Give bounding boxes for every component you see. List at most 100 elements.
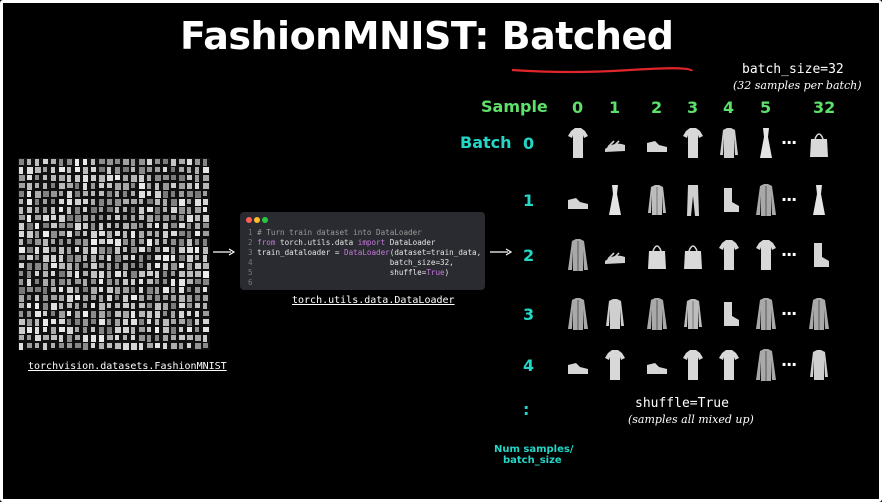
dataset-sample-thumbnail <box>163 255 169 261</box>
dataset-sample-thumbnail <box>67 295 73 302</box>
dataset-sample-thumbnail <box>155 263 160 268</box>
dataset-sample-thumbnail <box>35 335 41 341</box>
dataset-sample-thumbnail <box>99 199 104 206</box>
batch-row-3: 3 <box>523 305 535 324</box>
dataset-sample-thumbnail <box>75 191 80 197</box>
dataset-sample-thumbnail <box>99 263 104 268</box>
dataset-sample-thumbnail <box>115 343 121 349</box>
dataset-sample-thumbnail <box>59 295 64 301</box>
dataset-sample-thumbnail <box>115 295 119 300</box>
sample-ellipsis: ··· <box>781 133 797 152</box>
sample-label: Sample <box>481 97 548 116</box>
dataset-sample-thumbnail <box>91 319 96 324</box>
dataset-sample-thumbnail <box>19 287 25 294</box>
dataset-sample-thumbnail <box>179 199 185 206</box>
dataset-sample-thumbnail <box>91 239 97 245</box>
dataset-sample-thumbnail <box>195 247 199 253</box>
shirt-image-icon <box>648 185 666 215</box>
dataset-sample-thumbnail <box>99 231 105 236</box>
dataset-sample-thumbnail <box>179 271 185 277</box>
dataset-sample-thumbnail <box>139 279 143 284</box>
dataset-sample-thumbnail <box>19 183 25 188</box>
dataset-sample-thumbnail <box>99 223 103 230</box>
dataset-sample-thumbnail <box>123 343 129 350</box>
dataset-sample-thumbnail <box>35 175 39 180</box>
tshirt-image-icon <box>719 240 739 270</box>
dataset-sample-thumbnail <box>99 327 104 334</box>
dataset-sample-thumbnail <box>43 191 49 197</box>
dataset-sample-thumbnail <box>203 239 207 246</box>
tshirt-image-icon <box>683 128 703 158</box>
dataset-sample-thumbnail <box>91 263 97 269</box>
dataset-sample-thumbnail <box>171 239 176 245</box>
dataset-sample-thumbnail <box>131 215 135 221</box>
sample-column-4: 4 <box>723 98 735 117</box>
dataset-sample-thumbnail <box>107 215 111 220</box>
dataset-sample-thumbnail <box>115 199 121 206</box>
dataset-sample-thumbnail <box>123 159 129 165</box>
dataset-sample-thumbnail <box>91 159 95 165</box>
dataset-sample-thumbnail <box>147 215 153 222</box>
dataset-sample-thumbnail <box>59 191 63 196</box>
dataset-sample-thumbnail <box>75 207 80 214</box>
sample-column-32: 32 <box>813 98 836 117</box>
dataset-sample-thumbnail <box>51 327 56 334</box>
dataset-sample-thumbnail <box>75 255 81 262</box>
code-keyword: import <box>357 238 386 247</box>
dataset-sample-thumbnail <box>179 263 184 268</box>
dataset-sample-thumbnail <box>147 319 151 324</box>
dataset-sample-thumbnail <box>51 279 55 286</box>
dataset-sample-thumbnail <box>139 231 144 238</box>
dataset-sample-thumbnail <box>163 327 169 333</box>
dataset-sample-thumbnail <box>107 167 111 174</box>
dataset-sample-thumbnail <box>83 215 88 221</box>
dataset-sample-thumbnail <box>91 343 95 348</box>
dataset-sample-thumbnail <box>187 175 192 180</box>
dataset-sample-thumbnail <box>147 191 151 196</box>
dataset-sample-thumbnail <box>99 167 105 172</box>
dataset-sample-thumbnail <box>59 231 65 236</box>
dataset-sample-thumbnail <box>75 311 80 318</box>
dataset-sample-thumbnail <box>67 255 73 262</box>
dataset-sample-thumbnail <box>155 223 159 228</box>
dataset-sample-thumbnail <box>123 295 128 302</box>
dataset-sample-thumbnail <box>123 223 129 229</box>
dataset-sample-thumbnail <box>51 303 57 310</box>
dataset-sample-thumbnail <box>203 207 207 212</box>
dataset-sample-thumbnail <box>139 159 145 165</box>
dataset-sample-thumbnail <box>75 295 80 300</box>
dataset-sample-thumbnail <box>51 335 57 340</box>
dataset-sample-thumbnail <box>195 255 199 260</box>
dataset-sample-thumbnail <box>19 271 23 276</box>
dataset-sample-thumbnail <box>155 335 159 341</box>
dataset-sample-thumbnail <box>139 263 143 268</box>
dataset-sample-thumbnail <box>59 207 63 212</box>
dataset-sample-thumbnail <box>27 239 32 244</box>
dataset-sample-thumbnail <box>171 335 176 340</box>
dataset-sample-thumbnail <box>139 175 144 182</box>
dataset-sample-thumbnail <box>195 183 199 189</box>
dataset-sample-thumbnail <box>203 303 207 309</box>
dataset-sample-thumbnail <box>139 191 145 198</box>
dataset-sample-thumbnail <box>35 183 39 188</box>
code-line-6: 6 <box>248 278 253 287</box>
sneaker-image-icon <box>568 198 588 209</box>
dataset-sample-thumbnail <box>131 159 135 166</box>
code-function: DataLoader <box>344 248 390 257</box>
dataset-sample-thumbnail <box>139 167 145 174</box>
dataset-sample-thumbnail <box>171 303 176 309</box>
sample-ellipsis: ··· <box>781 245 797 264</box>
title-underline <box>511 67 694 74</box>
dataset-sample-thumbnail <box>123 207 127 212</box>
dataset-sample-thumbnail <box>27 343 32 348</box>
code-line-4: 4 batch_size=32, <box>248 258 454 267</box>
coat-image-icon <box>809 298 829 330</box>
tshirt-image-icon <box>568 128 588 158</box>
dataset-sample-thumbnail <box>179 239 184 246</box>
coat-image-icon <box>568 298 588 330</box>
dataset-sample-thumbnail <box>83 175 88 182</box>
num-samples-label-line1: Num samples/ <box>494 444 574 455</box>
dataset-sample-thumbnail <box>195 175 199 182</box>
dataset-sample-thumbnail <box>195 159 200 165</box>
dataset-sample-thumbnail <box>203 215 209 222</box>
